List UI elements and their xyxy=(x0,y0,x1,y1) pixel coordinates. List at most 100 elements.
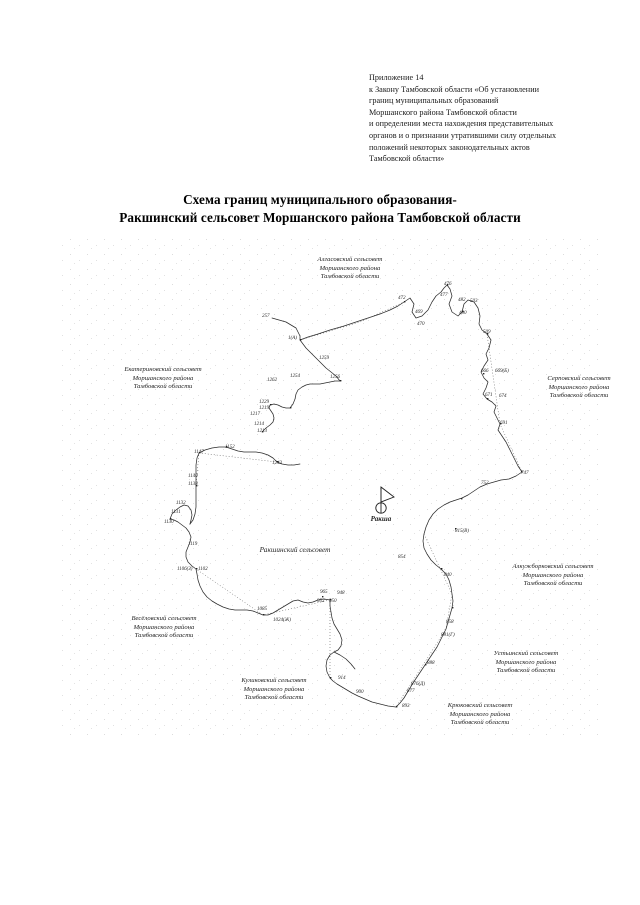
boundary-point-label: 509 xyxy=(483,329,491,335)
boundary-point-label: 1138 xyxy=(188,481,198,487)
header-note-line-7: Тамбовской области» xyxy=(369,154,445,164)
boundary-point-label: 691 xyxy=(500,420,508,426)
boundary-point-label: 1219 xyxy=(259,405,269,411)
boundary-point-label: 854 xyxy=(398,554,406,560)
boundary-point-label: 965 xyxy=(320,589,328,595)
boundary-point-label: 888 xyxy=(427,660,435,666)
boundary-point-label: 914 xyxy=(338,675,346,681)
scan-speckle-texture xyxy=(60,236,600,736)
boundary-point-label: 1229 xyxy=(259,399,269,405)
boundary-point-label: 1256 xyxy=(330,374,340,380)
boundary-point-label: 1152 xyxy=(225,444,235,450)
boundary-point-label: 1131 xyxy=(171,509,181,515)
boundary-point-label: 952 xyxy=(317,598,325,604)
boundary-point-label: 1119 xyxy=(188,541,198,547)
boundary-point-label: 752 xyxy=(481,480,489,486)
settlement-flag-icon xyxy=(375,486,395,514)
header-note-line-5: органов и о признании утратившими силу о… xyxy=(369,130,557,140)
boundary-point-label: 881(Г) xyxy=(441,632,455,638)
neighbor-kulikovsky-line-0: Куликовский сельсовет xyxy=(241,677,307,684)
map-center-municipality-label: Ракшинский сельсовет xyxy=(259,546,331,554)
neighbor-ekaterinovsky-line-1: Моршанского района xyxy=(132,374,194,382)
neighbor-label-kryukovsky: Крюковский сельсовет Моршанского района … xyxy=(420,702,540,728)
neighbor-ekaterinovsky-line-0: Екатериновский сельсовет xyxy=(124,366,202,373)
boundary-point-label: 815(В) xyxy=(455,528,469,534)
neighbor-label-kulikovsky: Куликовский сельсовет Моршанского района… xyxy=(214,677,334,703)
neighbor-label-algasovsky: Алгасовский сельсовет Моршанского района… xyxy=(290,256,410,282)
municipal-boundary-outline xyxy=(169,284,523,708)
boundary-point-label: 503 xyxy=(470,298,478,304)
boundary-point-label: 950 xyxy=(329,598,337,604)
neighbor-label-serpovsky: Серповский сельсовет Моршанского района … xyxy=(524,375,634,401)
boundary-map-svg xyxy=(60,236,600,736)
appendix-header-note: Приложение 14 к Закону Тамбовской област… xyxy=(369,72,627,165)
neighbor-kryukovsky-line-2: Тамбовской области xyxy=(450,719,510,727)
neighbor-algasovsky-line-2: Тамбовской области xyxy=(320,273,380,281)
boundary-point-label: 840 xyxy=(444,572,452,578)
neighbor-ustinsky-line-0: Устьинский сельсовет xyxy=(493,650,559,657)
boundary-point-label: 1106(З) xyxy=(177,566,193,572)
boundary-point-label: 257 xyxy=(262,313,270,319)
neighbor-label-ustinsky: Устьинский сельсовет Моршанского района … xyxy=(466,650,586,676)
boundary-vertex-ticks xyxy=(170,284,523,708)
neighbor-alkuzhborkovsky-line-0: Алкужборковский сельсовет xyxy=(512,563,594,570)
neighbor-label-veselovsky: Весёловский сельсовет Моршанского района… xyxy=(104,615,224,641)
neighbor-alkuzhborkovsky-line-1: Моршанского района xyxy=(522,571,584,579)
neighbor-serpovsky-line-2: Тамбовской области xyxy=(549,392,609,400)
neighbor-ustinsky-line-1: Моршанского района xyxy=(495,658,557,666)
neighbor-algasovsky-line-0: Алгасовский сельсовет xyxy=(317,256,383,263)
boundary-point-label: 482 xyxy=(458,297,466,303)
boundary-point-label: 747 xyxy=(521,470,529,476)
boundary-point-label: 1102 xyxy=(198,566,208,572)
neighbor-kryukovsky-line-0: Крюковский сельсовет xyxy=(447,702,513,709)
boundary-point-label: 1214 xyxy=(254,421,264,427)
neighbor-veselovsky-line-1: Моршанского района xyxy=(133,623,195,631)
boundary-point-label: 858 xyxy=(446,619,454,625)
neighbor-veselovsky-line-0: Весёловский сельсовет xyxy=(131,615,197,622)
boundary-point-label: 669(Б) xyxy=(495,368,509,374)
boundary-point-label: 666 xyxy=(481,368,489,374)
boundary-point-label: 876(Д) xyxy=(411,681,425,687)
boundary-point-label: 1024(Ж) xyxy=(273,617,291,623)
settlement-name-raksha: Ракша xyxy=(370,515,392,523)
boundary-point-label: 1259 xyxy=(319,355,329,361)
boundary-point-label: 1147 xyxy=(194,449,204,455)
boundary-point-label: 893 xyxy=(402,703,410,709)
boundary-point-label: 1140 xyxy=(188,473,198,479)
neighbor-kulikovsky-line-2: Тамбовской области xyxy=(244,694,304,702)
neighbor-ekaterinovsky-line-2: Тамбовской области xyxy=(133,383,193,391)
boundary-map: Алгасовский сельсовет Моршанского района… xyxy=(0,236,640,756)
header-note-line-3: Моршанского района Тамбовской области xyxy=(369,107,517,117)
header-note-line-2: границ муниципальных образований xyxy=(369,96,499,106)
boundary-point-label: 1(А) xyxy=(288,335,297,341)
boundary-point-label: 470 xyxy=(417,321,425,327)
boundary-point-label: 948 xyxy=(337,590,345,596)
header-note-line-0: Приложение 14 xyxy=(369,73,424,82)
boundary-point-label: 900 xyxy=(356,689,364,695)
neighbor-label-alkuzhborkovsky: Алкужборковский сельсовет Моршанского ра… xyxy=(487,563,619,589)
page-title: Схема границ муниципального образования-… xyxy=(0,191,640,227)
boundary-point-label: 1262 xyxy=(267,377,277,383)
boundary-point-label: 480 xyxy=(459,310,467,316)
boundary-point-label: 469 xyxy=(415,309,423,315)
boundary-point-label: 1130 xyxy=(164,519,174,525)
neighbor-kryukovsky-line-1: Моршанского района xyxy=(449,710,511,718)
neighbor-serpovsky-line-1: Моршанского района xyxy=(548,383,610,391)
neighbor-serpovsky-line-0: Серповский сельсовет xyxy=(547,375,611,382)
header-note-line-4: и определении места нахождения представи… xyxy=(369,119,554,129)
boundary-point-label: 476 xyxy=(444,281,452,287)
page-title-line-2: Ракшинский сельсовет Моршанского района … xyxy=(119,210,521,225)
neighbor-label-ekaterinovsky: Екатериновский сельсовет Моршанского рай… xyxy=(102,366,224,392)
boundary-point-label: 877 xyxy=(407,688,415,694)
page-title-line-1: Схема границ муниципального образования- xyxy=(183,192,457,207)
header-note-line-1: к Закону Тамбовской области «Об установл… xyxy=(369,84,539,94)
neighbor-ustinsky-line-2: Тамбовской области xyxy=(496,667,556,675)
boundary-point-label: 472 xyxy=(398,295,406,301)
neighbor-kulikovsky-line-1: Моршанского района xyxy=(243,685,305,693)
neighbor-veselovsky-line-2: Тамбовской области xyxy=(134,632,194,640)
boundary-point-label: 1213 xyxy=(257,428,267,434)
boundary-point-label: 1254 xyxy=(290,373,300,379)
boundary-point-label: 1132 xyxy=(176,500,186,506)
boundary-point-label: 671 xyxy=(485,392,493,398)
